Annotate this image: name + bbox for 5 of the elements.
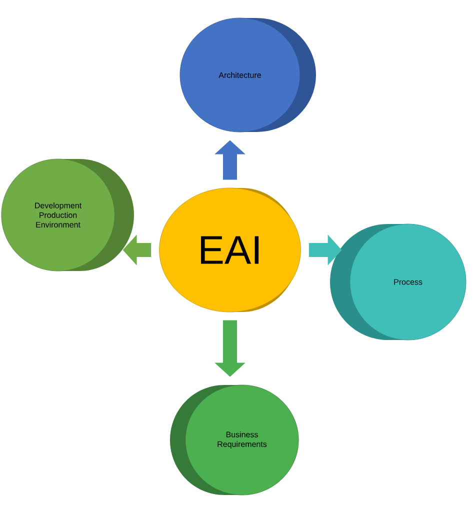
disc: Process bbox=[330, 224, 466, 340]
disc: Business Requirements bbox=[170, 384, 299, 496]
disc: Development Production Environment bbox=[1, 158, 134, 272]
disc: EAI bbox=[159, 188, 301, 312]
disc: Architecture bbox=[180, 18, 316, 132]
